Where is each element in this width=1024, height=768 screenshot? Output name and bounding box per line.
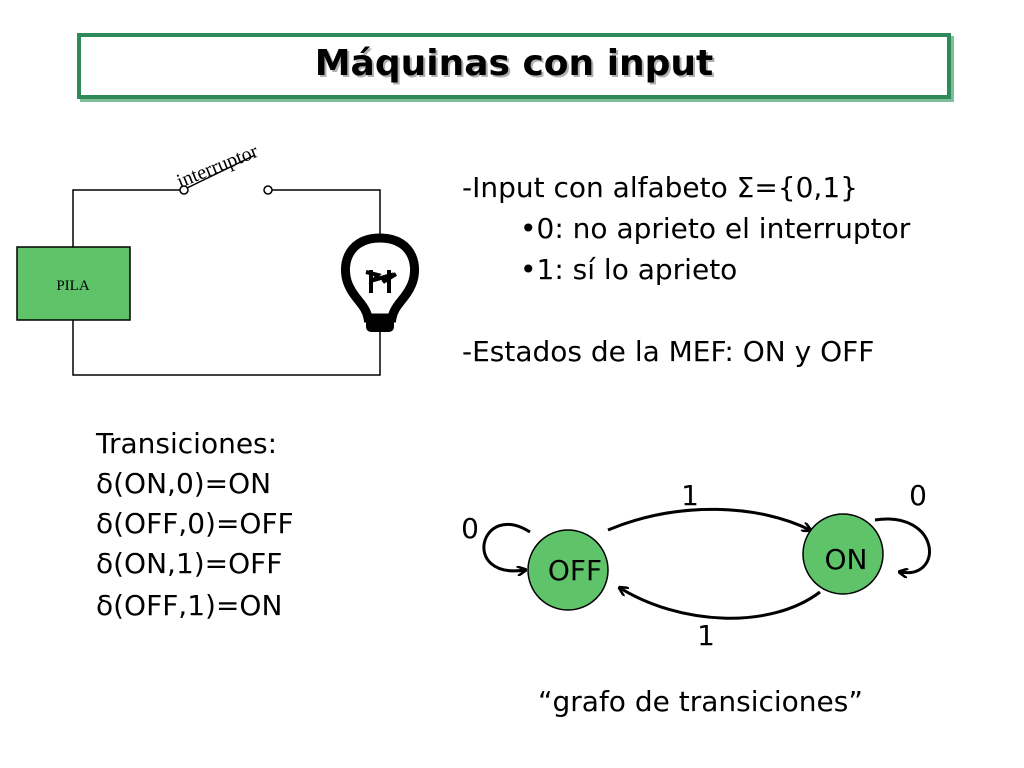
input-alphabet-text: -Input con alfabeto Σ={0,1}	[462, 171, 858, 204]
transition-graph: OFF ON 0 1 0 1	[461, 479, 932, 652]
transition-item: δ(OFF,1)=ON	[96, 589, 283, 622]
wire-right-top	[270, 189, 381, 238]
edge-label-off-to-on: 1	[681, 479, 699, 512]
edge-off-to-on	[607, 507, 810, 530]
state-on	[802, 513, 884, 595]
edge-label-off-self: 0	[461, 512, 479, 545]
edge-off-self-loop	[482, 523, 531, 570]
state-on-label: ON	[825, 543, 868, 576]
circuit-diagram: interruptor PILA	[16, 140, 420, 376]
states-text: -Estados de la MEF: ON y OFF	[462, 335, 875, 368]
state-off-label: OFF	[548, 554, 602, 587]
title-banner: Máquinas con input	[77, 33, 951, 99]
bullet-zero-text: •0: no aprieto el interruptor	[520, 212, 911, 245]
wire-left-top	[72, 189, 182, 247]
battery	[16, 246, 131, 321]
page-title: Máquinas con input	[314, 43, 714, 84]
switch-contact-left	[179, 185, 189, 195]
switch-label: interruptor	[174, 140, 262, 193]
graph-caption: “grafo de transiciones”	[538, 685, 863, 718]
light-bulb-icon	[340, 233, 420, 332]
edge-on-to-off	[620, 588, 821, 620]
transitions-heading: Transiciones:	[96, 427, 278, 460]
switch-contact-right	[263, 185, 273, 195]
edge-label-on-to-off: 1	[697, 619, 715, 652]
state-off	[527, 529, 609, 611]
edge-label-on-self: 0	[909, 479, 927, 512]
edge-on-self-loop	[874, 517, 932, 573]
transition-item: δ(ON,1)=OFF	[96, 547, 283, 580]
switch-lever	[186, 154, 256, 189]
transition-item: δ(OFF,0)=OFF	[96, 507, 294, 540]
transition-item: δ(ON,0)=ON	[96, 467, 272, 500]
battery-label: PILA	[56, 278, 90, 294]
wire-bottom	[72, 315, 381, 376]
bullet-one-text: •1: sí lo aprieto	[520, 253, 738, 286]
